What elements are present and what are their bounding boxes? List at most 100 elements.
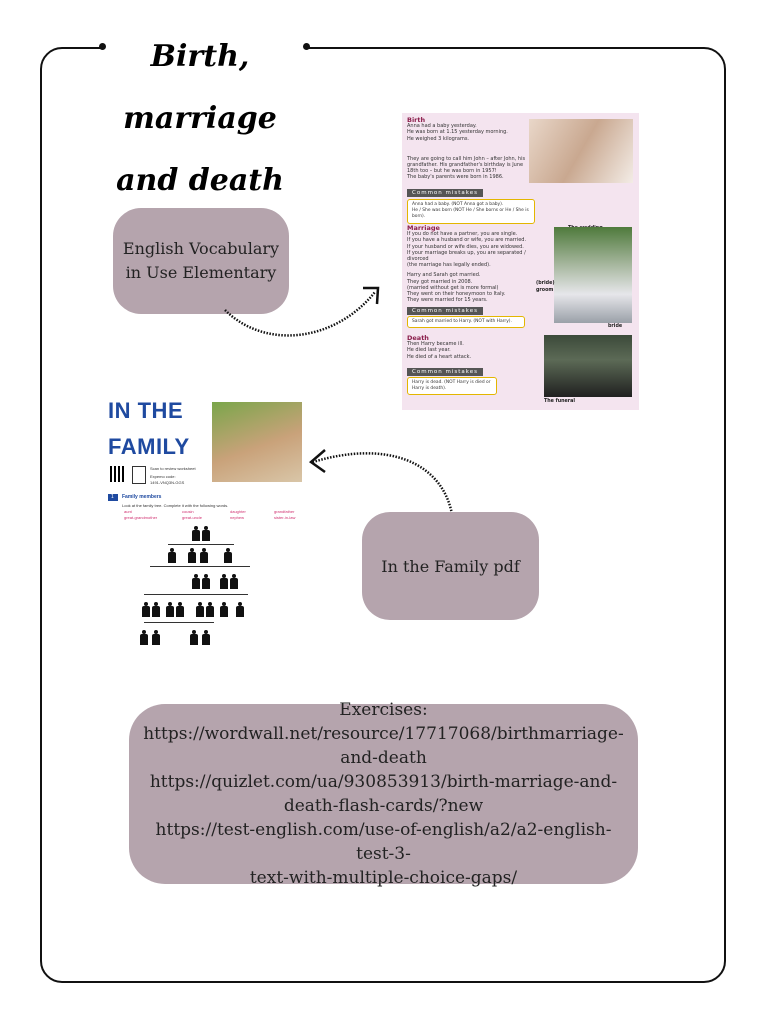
title-line: marriage [123, 101, 277, 136]
family-title-line: FAMILY [108, 434, 190, 459]
exercise-link[interactable]: https://test-english.com/use-of-english/… [155, 820, 612, 864]
marriage-line: (married without get is more formal) [407, 284, 499, 291]
caption-bride-label: (bride) [536, 281, 555, 286]
person-icon [236, 602, 244, 618]
person-icon [224, 548, 232, 564]
person-icon [202, 526, 210, 542]
mistakes-box: Harry is dead. (NOT Harry is died or Har… [407, 377, 497, 396]
frame-dot-right [303, 43, 310, 50]
content-frame [40, 47, 726, 983]
person-icon [152, 630, 160, 646]
person-icon [196, 602, 204, 618]
exercise-link[interactable]: https://quizlet.com/ua/930853913/birth-m… [149, 772, 618, 792]
person-icon [166, 602, 174, 618]
phone-icon [132, 466, 146, 484]
marriage-line: (the marriage has legally ended). [407, 262, 491, 269]
arrow-to-family-pdf-icon [308, 449, 455, 521]
birth-heading: Birth [407, 116, 426, 124]
family-pdf-image: IN THE FAMILY Scan to review worksheet E… [104, 396, 304, 656]
vocabulary-page-image: Birth Anna had a baby yesterday. He was … [402, 113, 639, 410]
person-icon [202, 574, 210, 590]
common-mistakes-label: Common mistakes [407, 307, 484, 316]
exercises-pill: Exercises: https://wordwall.net/resource… [129, 700, 638, 888]
person-icon [168, 548, 176, 564]
person-icon [230, 574, 238, 590]
person-icon [200, 548, 208, 564]
tree-line [144, 594, 248, 595]
person-icon [152, 602, 160, 618]
death-line: Then Harry became ill. [407, 341, 464, 348]
family-photo [212, 402, 302, 482]
caption-bride: bride [608, 324, 623, 329]
mistake-line: Sarah got married to Harry. (NOT with Ha… [412, 319, 512, 324]
marriage-line: They went on their honeymoon to Italy. [407, 291, 506, 298]
tree-line [150, 566, 250, 567]
person-icon [220, 602, 228, 618]
section-number: 1 [108, 494, 118, 501]
word: nephew [230, 515, 245, 520]
caption-funeral: The funeral [544, 399, 576, 404]
death-line: He died last year. [407, 347, 451, 354]
mistake-line: Harry is death). [412, 386, 447, 392]
person-icon [176, 602, 184, 618]
funeral-photo [544, 335, 632, 397]
person-icon [190, 630, 198, 646]
mistakes-box: Sarah got married to Harry. (NOT with Ha… [407, 316, 525, 329]
title-line: and death [116, 163, 284, 198]
marriage-line: Harry and Sarah got married. [407, 272, 481, 279]
marriage-heading: Marriage [407, 224, 440, 232]
mistake-line: Harry is dead. (NOT Harry is died or [412, 380, 491, 385]
marriage-line: They got married in 2008. [407, 278, 473, 285]
instruction: Look at the family tree. Complete it wit… [122, 503, 229, 508]
tree-line [168, 544, 234, 545]
vocabulary-resource-pill[interactable]: English Vocabulary in Use Elementary [113, 208, 289, 314]
person-icon [192, 526, 200, 542]
tree-line [144, 622, 214, 623]
mistake-line: He / She was born (NOT He / She borns or… [412, 208, 529, 220]
code-value: 1491-VNQ3N-GGS [150, 480, 185, 485]
birth-line: Anna had a baby yesterday. [407, 123, 477, 130]
person-icon [140, 630, 148, 646]
word: great-grandmother [124, 515, 158, 520]
page-title: Birth, marriage and death [110, 26, 290, 212]
common-mistakes-label: Common mistakes [407, 368, 484, 377]
family-pdf-pill[interactable]: In the Family pdf [362, 512, 539, 620]
section-number-text: 1 [111, 494, 114, 500]
person-icon [142, 602, 150, 618]
marriage-line: If you do not have a partner, you are si… [407, 231, 518, 238]
word: grandfather [274, 509, 295, 514]
person-icon [206, 602, 214, 618]
word: daughter [230, 509, 246, 514]
word: great-uncle [182, 515, 203, 520]
exercise-link[interactable]: and-death [340, 748, 427, 768]
birth-line: He weighed 3 kilograms. [407, 135, 470, 142]
exercise-link[interactable]: https://wordwall.net/resource/17717068/b… [143, 724, 624, 744]
word: aunt [124, 509, 132, 514]
birth-line: They are going to call him John – after … [407, 155, 526, 162]
person-icon [202, 630, 210, 646]
person-icon [188, 548, 196, 564]
marriage-line: If your husband or wife dies, you are wi… [407, 243, 524, 250]
family-title-line: IN THE [108, 398, 184, 423]
title-line: Birth, [150, 39, 250, 74]
marriage-line: They were married for 15 years. [407, 297, 488, 304]
birth-line: He was born at 1.15 yesterday morning. [407, 129, 508, 136]
mistakes-box: Anna had a baby. (NOT Anna got a baby). … [407, 199, 535, 224]
exercises-heading: Exercises: [339, 700, 428, 720]
arrow-to-vocabulary-page-icon [224, 286, 380, 337]
frame-dot-left [99, 43, 106, 50]
qr-note: Scan to review worksheet [150, 466, 196, 471]
birth-line: grandfather. His grandfather's birthday … [407, 162, 524, 169]
person-icon [192, 574, 200, 590]
exercise-link[interactable]: death-flash-cards/?new [283, 796, 484, 816]
family-pdf-label: In the Family pdf [381, 556, 520, 576]
vocabulary-label-line: in Use Elementary [125, 263, 277, 282]
exercise-link[interactable]: text-with-multiple-choice-gaps/ [249, 868, 518, 888]
wedding-photo [554, 227, 632, 323]
mistake-line: Anna had a baby. (NOT Anna got a baby). [412, 202, 504, 207]
code-label: Expemo code: [150, 474, 176, 479]
marriage-line: If your marriage breaks up, you are sepa… [407, 249, 526, 263]
vocabulary-label-line: English Vocabulary [122, 239, 280, 258]
marriage-line: If you have a husband or wife, you are m… [407, 237, 527, 244]
person-icon [220, 574, 228, 590]
